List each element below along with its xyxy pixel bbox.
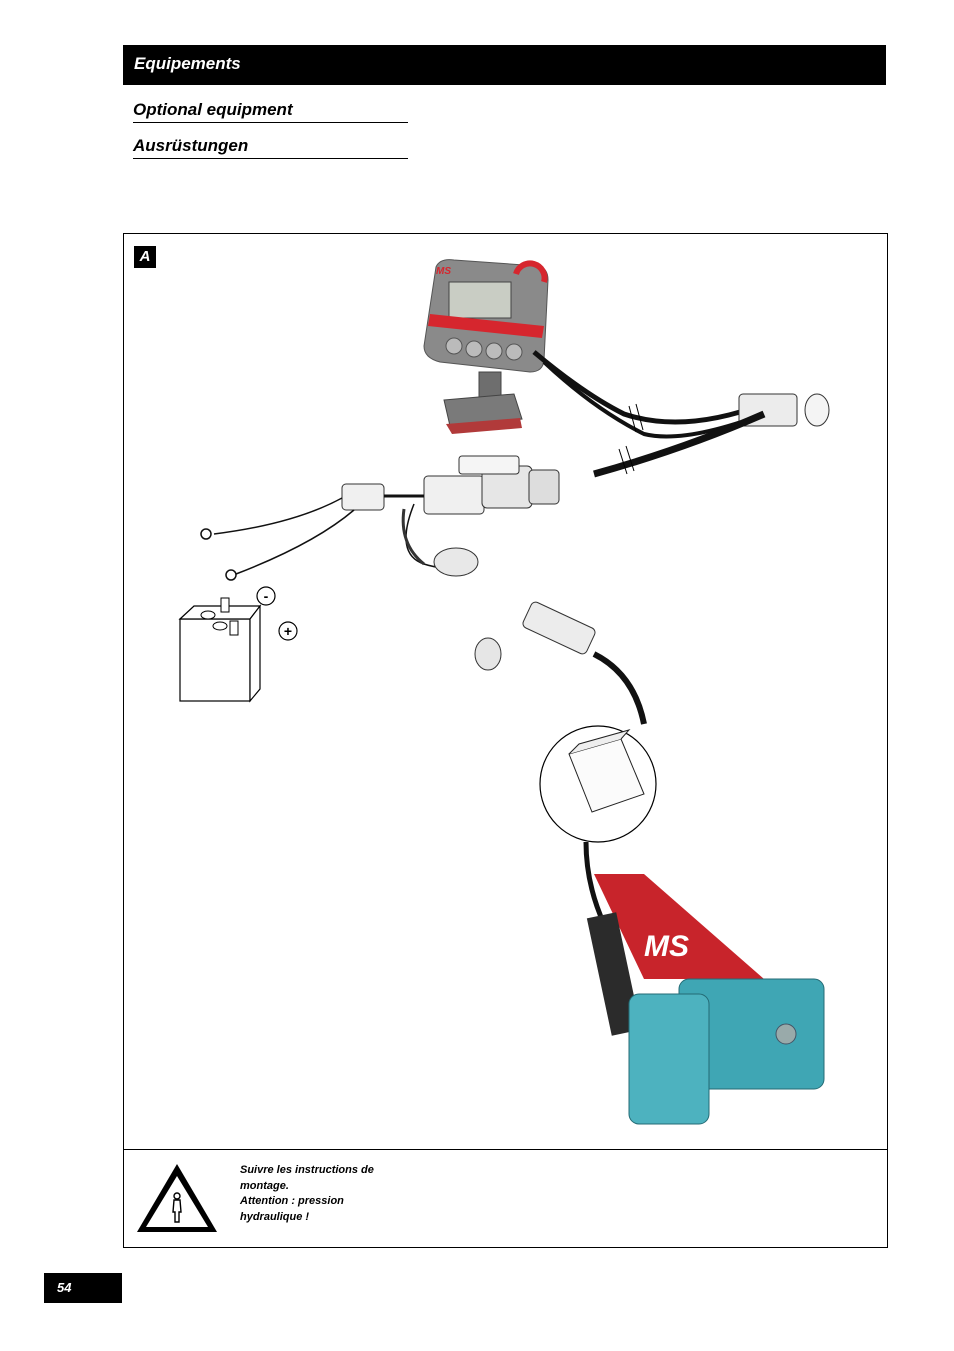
warning-divider (124, 1149, 887, 1150)
warning-text: Suivre les instructions de montage. Atte… (240, 1163, 420, 1225)
subheading-de: Ausrüstungen (133, 136, 408, 159)
battery-minus-label: - (264, 588, 269, 604)
connector-icon (423, 455, 560, 515)
section-title: Equipements (134, 54, 241, 73)
sensor-box-icon (539, 725, 657, 843)
warning-line-1: Suivre les instructions de (240, 1164, 374, 1176)
section-header-bar: Equipements (123, 45, 886, 85)
warning-line-3: Attention : pression (240, 1195, 344, 1207)
control-display-icon: MS (423, 259, 549, 434)
display-brand: MS (436, 266, 451, 277)
figure-frame: A MS (123, 233, 888, 1248)
warning-person-icon (137, 1164, 217, 1232)
subheading-en: Optional equipment (133, 100, 408, 123)
figure-label: A (134, 246, 156, 268)
device-brand: MS (644, 930, 689, 963)
installation-illustration: MS (178, 259, 830, 1125)
warning-line-2: montage. (240, 1179, 289, 1192)
battery-icon (178, 597, 262, 703)
warning-line-4: hydraulique ! (240, 1210, 310, 1223)
hydraulic-valve-icon: MS (586, 874, 825, 1125)
battery-plus-label: + (284, 623, 292, 639)
page-number: 54 (44, 1273, 122, 1303)
